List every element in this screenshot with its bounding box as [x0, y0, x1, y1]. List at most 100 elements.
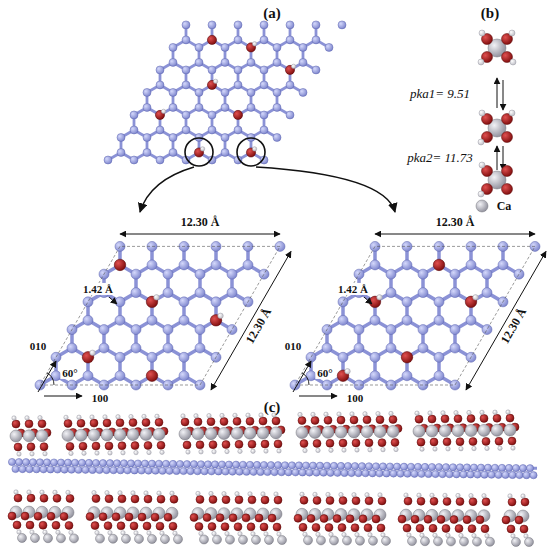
oxygen-atom: [246, 417, 254, 425]
carbon-atom: [402, 297, 412, 307]
calcium-atom: [512, 537, 521, 546]
oxygen-atom: [456, 498, 464, 506]
calcium-atom: [57, 534, 66, 543]
carbon-atom: [273, 133, 281, 141]
hydrogen-atom: [252, 147, 256, 151]
oxygen-atom: [261, 440, 269, 448]
calcium-atom: [408, 537, 417, 546]
carbon-atom: [75, 466, 82, 473]
oxygen-atom: [157, 441, 165, 449]
carbon-atom: [260, 81, 268, 89]
carbon-atom: [36, 459, 43, 466]
carbon-atom: [463, 464, 470, 471]
carbon-atom: [82, 466, 89, 473]
carbon-atom: [354, 343, 364, 353]
carbon-atom: [286, 36, 294, 44]
oxygen-atom: [90, 419, 98, 427]
hydrogen-atom: [246, 413, 250, 417]
oxygen-atom: [130, 522, 138, 530]
calcium-atom: [122, 534, 131, 543]
oxygen-atom: [65, 521, 73, 529]
carbon-atom: [99, 325, 109, 335]
carbon-atom: [234, 81, 242, 89]
hydrogen-atom: [428, 411, 432, 415]
carbon-atom: [115, 297, 125, 307]
carbon-atom: [179, 260, 189, 270]
hydrogen-atom: [157, 491, 161, 495]
carbon-atom: [264, 468, 271, 475]
oxygen-atom: [378, 497, 386, 505]
carbon-atom: [402, 371, 412, 381]
carbon-atom: [195, 88, 203, 96]
hydrogen-atom: [345, 369, 351, 375]
carbon-atom: [147, 352, 157, 362]
oxygen-atom: [424, 515, 432, 523]
oxygen-atom: [209, 496, 217, 504]
calcium-atom: [374, 426, 386, 438]
oxygen-atom: [442, 524, 450, 532]
oxygen-atom: [274, 440, 282, 448]
carbon-atom: [134, 460, 141, 467]
carbon-atom: [221, 43, 229, 51]
oxygen-atom: [112, 513, 120, 521]
carbon-atom: [481, 471, 488, 478]
oxygen-atom: [441, 415, 449, 423]
carbon-atom: [286, 81, 294, 89]
oxygen-atom: [99, 513, 107, 521]
hydrogen-atom: [129, 414, 133, 418]
oxygen-atom: [125, 513, 133, 521]
oxygen-atom: [401, 352, 413, 364]
calcium-atom: [270, 427, 282, 439]
carbon-atom: [418, 343, 428, 353]
carbon-atom: [450, 269, 460, 279]
oxygen-atom: [118, 442, 126, 450]
oxygen-atom: [105, 495, 113, 503]
carbon-atom: [208, 21, 216, 29]
carbon-atom: [124, 467, 131, 474]
calcium-atom: [23, 430, 35, 442]
hydrogen-atom: [415, 411, 419, 415]
hydrogen-atom: [43, 451, 47, 455]
bond-pointer: [364, 297, 372, 304]
hydrogen-atom: [509, 110, 515, 116]
oxygen-atom: [169, 522, 177, 530]
carbon-atom: [234, 36, 242, 44]
oxygen-atom: [34, 512, 42, 520]
oxygen-atom: [339, 439, 347, 447]
calcium-atom: [465, 425, 477, 437]
bonds: [295, 246, 519, 385]
oxygen-atom: [508, 437, 516, 445]
calcium-atom: [476, 200, 488, 212]
carbon-atom: [376, 470, 383, 477]
carbon-atom: [195, 288, 205, 298]
hydrogen-atom: [311, 412, 315, 416]
oxygen-atom: [320, 514, 328, 522]
carbon-atom: [115, 352, 125, 362]
hydrogen-atom: [108, 451, 112, 455]
oxygen-atom: [222, 441, 230, 449]
annotation-lines: [38, 78, 546, 396]
hydrogen-atom: [105, 491, 109, 495]
carbon-atom: [127, 460, 134, 467]
carbon-atom: [514, 269, 524, 279]
oxygen-atom: [196, 441, 204, 449]
carbon-atom: [117, 467, 124, 474]
calcium-atom: [460, 537, 469, 546]
oxygen-atom: [64, 419, 72, 427]
oxygen-atom: [92, 495, 100, 503]
panel-label: (c): [264, 399, 281, 416]
hydrogen-atom: [196, 491, 200, 495]
carbon-atom: [495, 471, 502, 478]
hydrogen-atom: [233, 413, 237, 417]
hydrogen-atom: [142, 414, 146, 418]
calcium-atom: [252, 535, 261, 544]
hydrogen-atom: [222, 491, 226, 495]
oxygen-atom: [248, 440, 256, 448]
carbon-atom: [29, 459, 36, 466]
oxygen-atom: [476, 516, 484, 524]
carbon-atom: [313, 469, 320, 476]
hydrogen-atom: [40, 490, 44, 494]
oxygen-atom: [364, 524, 372, 532]
graphene-sheet: [104, 21, 346, 164]
hydrogen-atom: [64, 415, 68, 419]
